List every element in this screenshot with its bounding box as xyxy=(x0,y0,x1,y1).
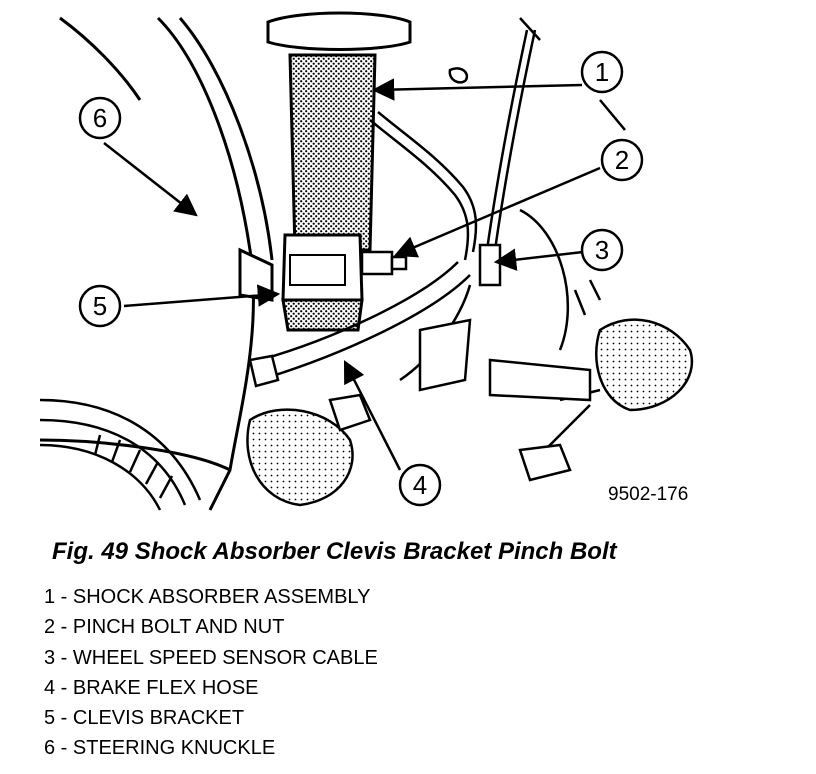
leader-lines xyxy=(103,78,626,471)
callout-2: 2 xyxy=(600,138,644,182)
callout-4: 4 xyxy=(398,463,442,507)
shock-absorber xyxy=(266,11,412,332)
legend-item: 1 - SHOCK ABSORBER ASSEMBLY xyxy=(44,586,371,608)
legend-item: 2 - PINCH BOLT AND NUT xyxy=(44,616,285,639)
support-bracket xyxy=(418,67,602,402)
callout-5: 5 xyxy=(78,284,122,328)
svg-text:1: 1 xyxy=(595,57,609,87)
legend-item: 3 - WHEEL SPEED SENSOR CABLE xyxy=(44,646,378,669)
figure-caption: Fig. 49 Shock Absorber Clevis Bracket Pi… xyxy=(52,538,617,565)
parts-legend: 1 - SHOCK ABSORBER ASSEMBLY 2 - PINCH BO… xyxy=(44,582,378,764)
brake-rotor xyxy=(39,398,202,511)
callout-6: 6 xyxy=(78,96,122,140)
callout-1: 1 xyxy=(580,50,624,94)
pinch-bolt-nut xyxy=(360,250,408,276)
brake-hose xyxy=(248,111,478,388)
steering-knuckle xyxy=(39,16,274,511)
legend-item: 5 - CLEVIS BRACKET xyxy=(44,707,245,730)
svg-text:4: 4 xyxy=(413,470,427,500)
drive-axle xyxy=(246,318,694,507)
suspension-illustration: 1 2 3 4 5 6 9502-176 xyxy=(39,11,694,511)
svg-text:5: 5 xyxy=(93,291,107,321)
legend-item: 6 - STEERING KNUCKLE xyxy=(44,737,276,760)
svg-text:2: 2 xyxy=(615,145,629,175)
svg-text:3: 3 xyxy=(595,235,609,265)
callout-3: 3 xyxy=(580,228,624,272)
svg-text:6: 6 xyxy=(93,103,107,133)
legend-item: 4 - BRAKE FLEX HOSE xyxy=(44,676,259,699)
wheel-speed-sensor-cable xyxy=(478,17,541,287)
figure-code: 9502-176 xyxy=(608,484,688,505)
